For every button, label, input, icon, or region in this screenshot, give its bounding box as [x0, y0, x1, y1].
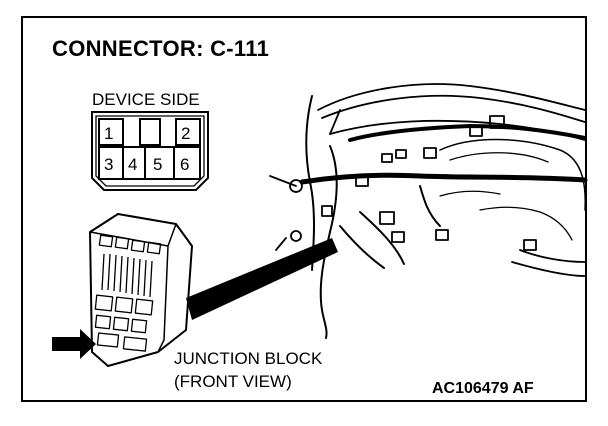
pin-4-label: 4 [128, 155, 137, 174]
junction-block-illustration [89, 213, 193, 367]
junction-block-label: JUNCTION BLOCK [174, 349, 323, 368]
connector-title: CONNECTOR: C-111 [52, 36, 270, 61]
figure-code: AC106479 AF [432, 380, 534, 397]
pointer-arrow [52, 329, 96, 359]
pin-5-label: 5 [153, 155, 162, 174]
pin-1-label: 1 [104, 124, 113, 143]
connector-pin-labels: 1 2 3 4 5 6 [104, 124, 190, 174]
connector-face [91, 111, 209, 191]
dashboard-harness-illustration [269, 83, 588, 339]
front-view-label: (FRONT VIEW) [174, 372, 292, 391]
pin-2-label: 2 [181, 124, 190, 143]
pin-6-label: 6 [180, 155, 189, 174]
leader-wedge [186, 238, 338, 320]
device-side-label: DEVICE SIDE [92, 90, 200, 109]
pin-3-label: 3 [104, 155, 113, 174]
